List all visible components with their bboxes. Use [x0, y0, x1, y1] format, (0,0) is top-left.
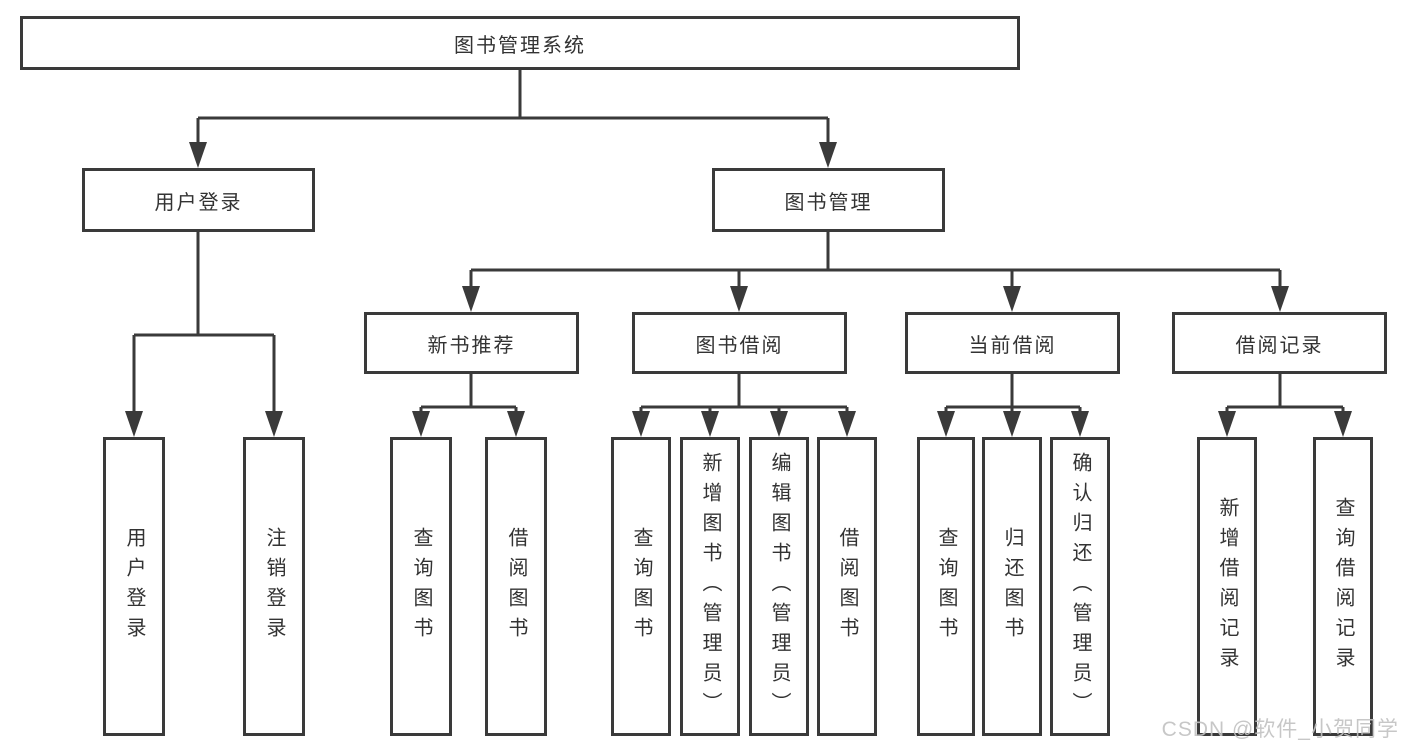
- leaf-query-borrow-record: 查询借阅记录: [1313, 437, 1373, 736]
- leaf-query-books-3-label: 查询图书: [935, 526, 957, 647]
- leaf-user-login: 用户登录: [103, 437, 165, 736]
- leaf-add-book-admin: 新增图书（管理员）: [680, 437, 740, 736]
- leaf-user-login-label: 用户登录: [123, 526, 145, 647]
- leaf-query-books-1: 查询图书: [390, 437, 452, 736]
- leaf-query-books-3: 查询图书: [917, 437, 975, 736]
- node-borrow-records: 借阅记录: [1172, 312, 1387, 374]
- leaf-logout-label: 注销登录: [263, 526, 285, 647]
- arrowhead-current-borrow: [1003, 286, 1021, 312]
- leaf-query-borrow-record-label: 查询借阅记录: [1332, 496, 1354, 677]
- node-book-management-label: 图书管理: [784, 191, 873, 214]
- leaf-logout: 注销登录: [243, 437, 305, 736]
- arrowhead-user-login: [189, 142, 207, 168]
- node-user-login: 用户登录: [82, 168, 315, 232]
- arrowhead-b2: [507, 411, 525, 437]
- arrowhead-c2: [701, 411, 719, 437]
- node-root-label: 图书管理系统: [454, 34, 586, 57]
- node-book-management: 图书管理: [712, 168, 945, 232]
- node-root: 图书管理系统: [20, 16, 1020, 70]
- node-current-borrow: 当前借阅: [905, 312, 1120, 374]
- leaf-edit-book-admin: 编辑图书（管理员）: [749, 437, 809, 736]
- leaf-query-books-2: 查询图书: [611, 437, 671, 736]
- node-new-book-recommend-label: 新书推荐: [427, 334, 516, 357]
- leaf-query-books-1-label: 查询图书: [410, 526, 432, 647]
- leaf-return-book-label: 归还图书: [1001, 526, 1023, 647]
- arrowhead-e1: [1218, 411, 1236, 437]
- arrowhead-c4: [838, 411, 856, 437]
- arrowhead-book-management: [819, 142, 837, 168]
- arrowhead-borrow-records: [1271, 286, 1289, 312]
- arrowhead-e2: [1334, 411, 1352, 437]
- leaf-query-books-2-label: 查询图书: [630, 526, 652, 647]
- node-book-borrow-label: 图书借阅: [695, 334, 784, 357]
- node-borrow-records-label: 借阅记录: [1235, 334, 1324, 357]
- leaf-borrow-books-2: 借阅图书: [817, 437, 877, 736]
- arrowhead-new-book: [462, 286, 480, 312]
- leaf-confirm-return-admin-label: 确认归还（管理员）: [1069, 451, 1091, 722]
- arrowhead-leaf-user-login: [125, 411, 143, 437]
- leaf-add-borrow-record: 新增借阅记录: [1197, 437, 1257, 736]
- arrowhead-book-borrow: [730, 286, 748, 312]
- node-current-borrow-label: 当前借阅: [968, 334, 1057, 357]
- leaf-borrow-books-1-label: 借阅图书: [505, 526, 527, 647]
- arrowhead-c3: [770, 411, 788, 437]
- arrowhead-d2: [1003, 411, 1021, 437]
- watermark: CSDN @软件_小贺同学: [1161, 718, 1399, 741]
- node-book-borrow: 图书借阅: [632, 312, 847, 374]
- arrowhead-d3: [1071, 411, 1089, 437]
- arrowhead-c1: [632, 411, 650, 437]
- leaf-return-book: 归还图书: [982, 437, 1042, 736]
- leaf-confirm-return-admin: 确认归还（管理员）: [1050, 437, 1110, 736]
- arrowhead-b1: [412, 411, 430, 437]
- leaf-add-borrow-record-label: 新增借阅记录: [1216, 496, 1238, 677]
- node-user-login-label: 用户登录: [154, 191, 243, 214]
- arrowhead-d1: [937, 411, 955, 437]
- leaf-borrow-books-1: 借阅图书: [485, 437, 547, 736]
- leaf-edit-book-admin-label: 编辑图书（管理员）: [768, 451, 790, 722]
- arrowhead-leaf-logout: [265, 411, 283, 437]
- leaf-add-book-admin-label: 新增图书（管理员）: [699, 451, 721, 722]
- node-new-book-recommend: 新书推荐: [364, 312, 579, 374]
- leaf-borrow-books-2-label: 借阅图书: [836, 526, 858, 647]
